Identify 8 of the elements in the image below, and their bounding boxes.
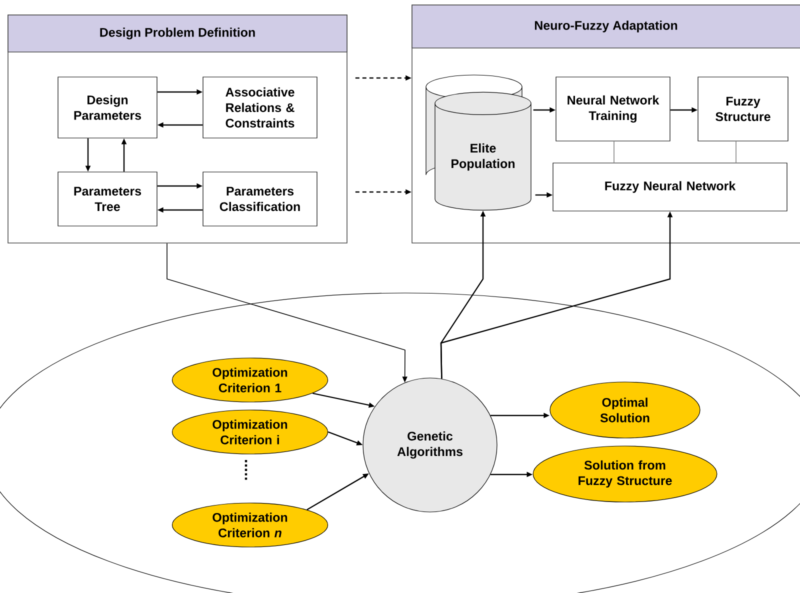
process-box: Parameters Classification	[202, 172, 318, 226]
database-cylinder: Elite Population	[426, 74, 532, 211]
process-box: Parameters Tree	[58, 172, 158, 226]
process-box: Neural Network Training	[556, 76, 670, 142]
process-box: Fuzzy Neural Network	[552, 162, 788, 212]
process-box: Design Parameters	[58, 76, 158, 138]
process-box: Associative Relations & Constraints	[202, 76, 318, 138]
process-box: Fuzzy Structure	[698, 76, 788, 142]
